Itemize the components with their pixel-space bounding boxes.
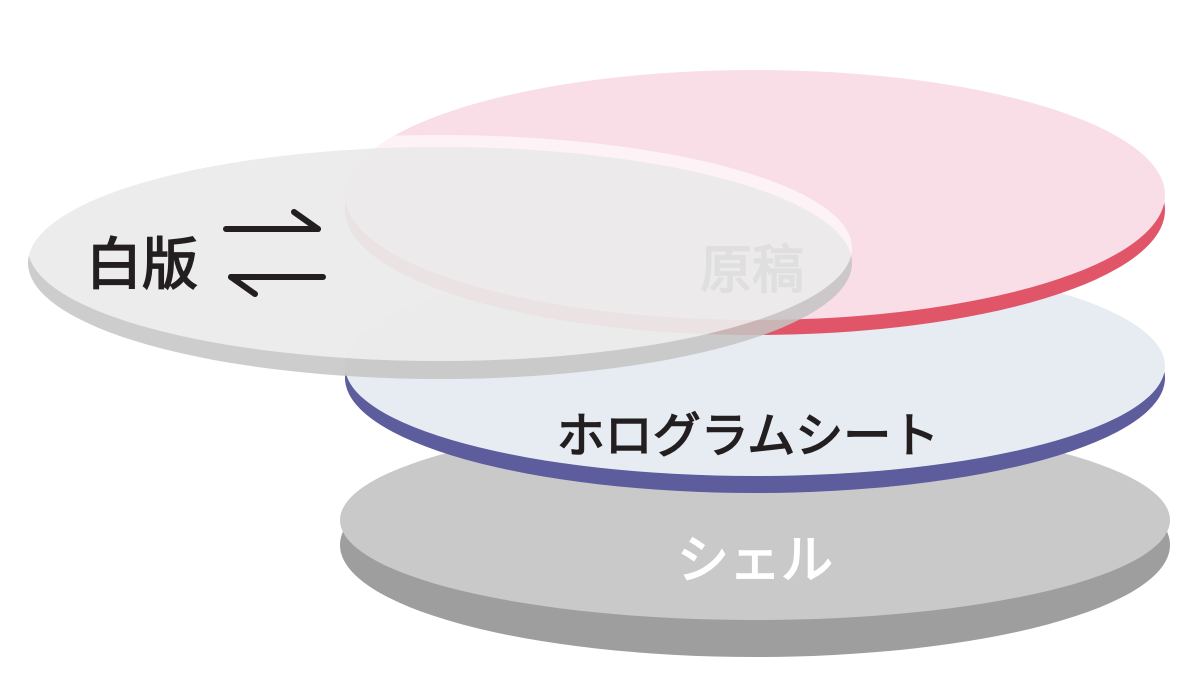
shell-label: シェル [677, 531, 833, 591]
blank-disc-top [28, 135, 852, 361]
blank-label: 白版 [86, 233, 198, 298]
blank-plate-layer: 白版 [28, 135, 852, 379]
hologram-label: ホログラムシート [557, 408, 940, 464]
swap-arrows-icon [223, 209, 326, 297]
